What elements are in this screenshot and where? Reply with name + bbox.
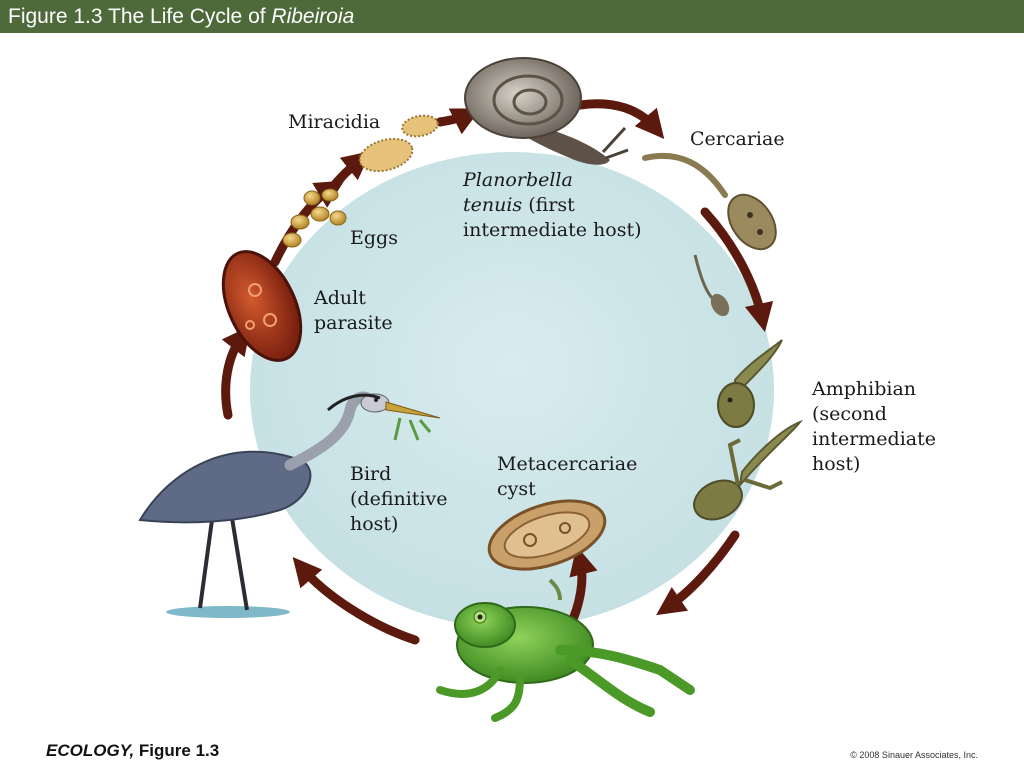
frog-icon (436, 578, 695, 722)
adult-parasite-icon (221, 250, 303, 362)
label-metacercariae-line-2: cyst (497, 478, 536, 500)
page-title: Figure 1.3 The Life Cycle of Ribeiroia (0, 0, 1024, 33)
label-snail-line-1: Planorbella (463, 169, 573, 191)
label-snail-line-2: (first (522, 194, 575, 216)
title-text: Figure 1.3 The Life Cycle of (8, 5, 272, 28)
label-bird-line-2: (definitive (350, 488, 448, 510)
label-amphibian-line-3: intermediate (812, 428, 936, 450)
arrow-eggs-to-miracidia (325, 151, 372, 195)
arrow-miracidia-to-snail (435, 108, 481, 135)
arrow-snail-to-cercariae (575, 99, 665, 140)
label-snail-species: tenuis (463, 194, 523, 216)
arrow-amphibian-to-frog (656, 530, 740, 616)
label-amphibian-line-2: (second (812, 403, 887, 425)
arrow-bird-to-adult (221, 325, 251, 420)
miracidium-icon (358, 114, 439, 173)
tadpole-icon (717, 339, 783, 428)
label-bird-line-3: host) (350, 513, 399, 535)
title-italic: Ribeiroia (271, 5, 355, 28)
label-metacercariae-cyst: Metacercariae cyst (497, 452, 637, 502)
label-amphibian-line-1: Amphibian (812, 378, 917, 400)
snail-icon (464, 57, 629, 165)
label-miracidia: Miracidia (288, 111, 381, 133)
cyst-icon (487, 499, 607, 571)
footer-book: ECOLOGY, (46, 741, 135, 760)
footer-figure: Figure 1.3 (134, 741, 220, 760)
footer-copyright: © 2008 Sinauer Associates, Inc. (850, 750, 978, 760)
label-eggs: Eggs (350, 227, 398, 249)
label-adult-parasite: Adult parasite (314, 286, 393, 336)
footer-source: ECOLOGY, Figure 1.3 (46, 741, 219, 761)
label-bird-line-1: Bird (350, 463, 392, 485)
egg-icon (282, 188, 347, 248)
label-adult-line-1: Adult (314, 287, 366, 309)
arrow-cercariae-to-amphibian (700, 207, 774, 333)
label-amphibian-line-4: host) (812, 453, 861, 475)
label-amphibian-host: Amphibian (second intermediate host) (812, 377, 936, 477)
label-adult-line-2: parasite (314, 312, 393, 334)
heron-icon (138, 391, 441, 618)
label-bird-host: Bird (definitive host) (350, 462, 448, 537)
arrow-frog-to-bird (292, 557, 420, 645)
small-cercaria-icon (693, 254, 730, 317)
label-snail-host: Planorbella tenuis (first intermediate h… (463, 168, 642, 243)
tadpole-with-legs-icon (693, 419, 804, 521)
label-metacercariae-line-1: Metacercariae (497, 453, 638, 475)
label-cercariae: Cercariae (690, 128, 785, 150)
cercaria-icon (642, 152, 777, 251)
label-snail-line-3: intermediate host) (463, 219, 642, 241)
cycle-background-circle (250, 152, 774, 628)
